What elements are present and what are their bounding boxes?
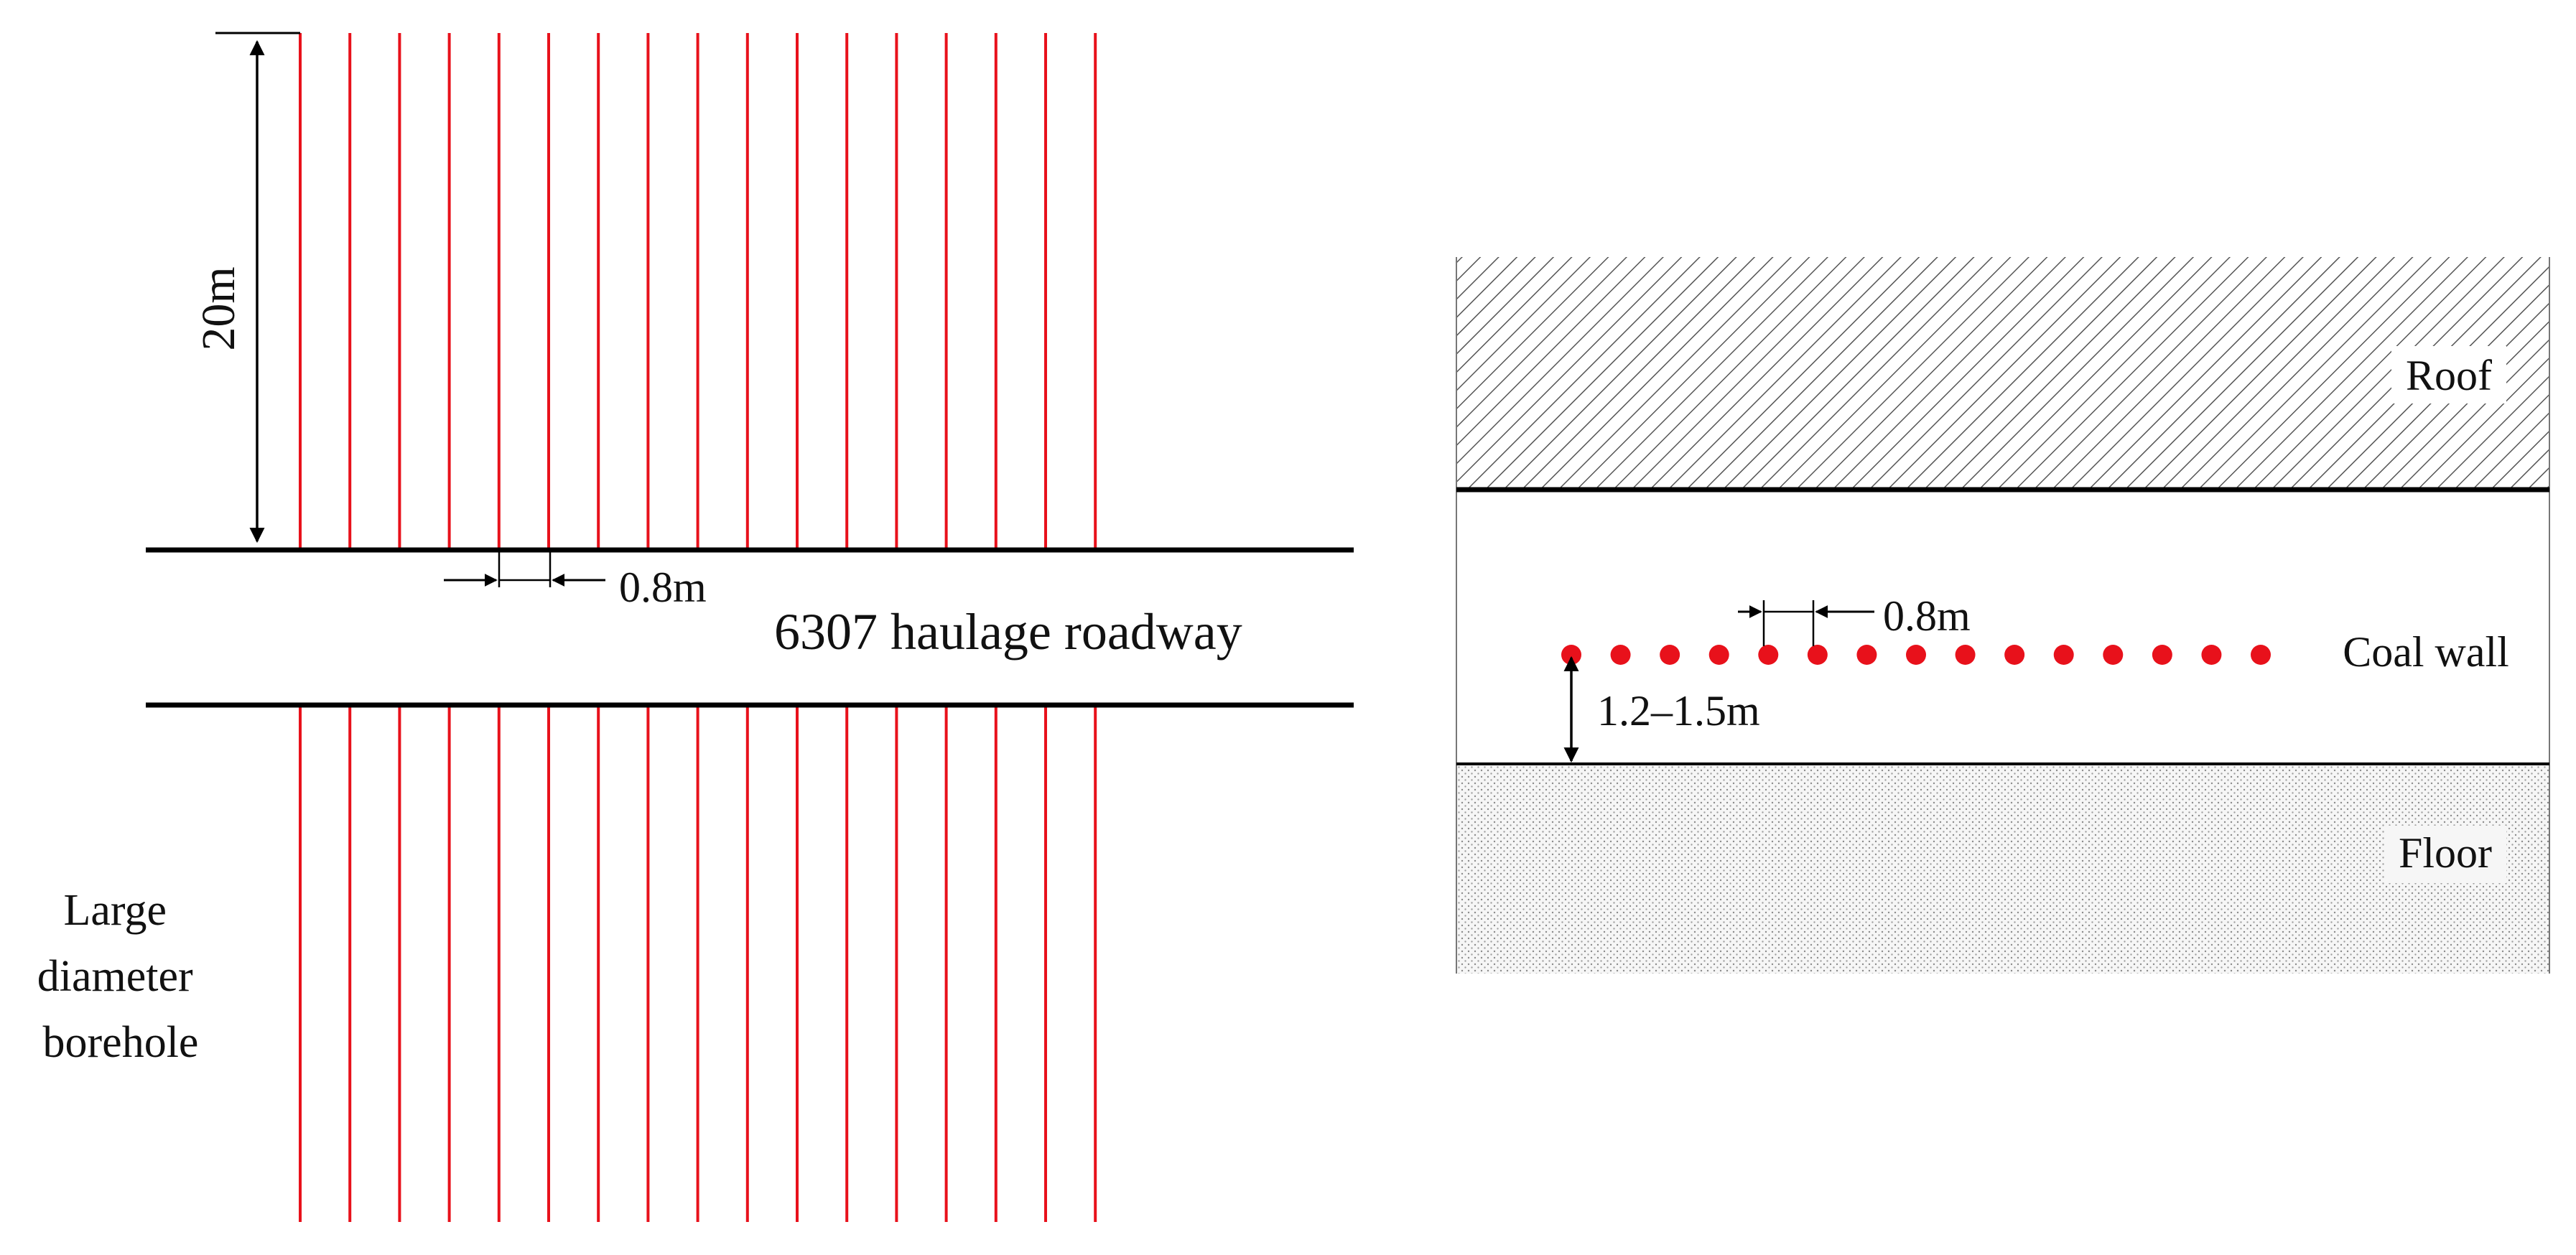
coal-seam [1456,490,2549,764]
coal-wall-hole [2251,645,2271,665]
borehole-label-line-2: diameter [37,952,193,1001]
coal-wall-hole [1955,645,1976,665]
floor-stratum [1456,764,2549,974]
hole-height-label: 1.2–1.5m [1597,687,1760,734]
coal-wall-hole [1660,645,1680,665]
borehole-label: Large diameter borehole [37,886,204,1067]
coal-wall-hole [1856,645,1877,665]
floor-label-bg [2384,826,2506,883]
bottom-borehole-lines [299,705,1097,1222]
coal-wall-holes [1561,645,2271,665]
vertical-dimension-label: 20m [192,266,245,350]
coal-wall-hole [1708,645,1729,665]
coal-wall-hole [2004,645,2025,665]
coal-wall-hole [1807,645,1828,665]
hole-spacing-dimension: 0.8m [1738,592,1971,646]
left-panel-plan-view: 20m 0.8m 6307 haulage roadway Large diam… [37,32,1354,1222]
borehole-spacing-dimension: 0.8m [444,550,707,611]
top-borehole-lines [299,33,1097,550]
coal-wall-hole [1906,645,1926,665]
borehole-label-line-1: Large [64,886,167,935]
coal-wall-hole [2103,645,2124,665]
roof-label-bg [2391,346,2506,403]
hole-spacing-label: 0.8m [1883,592,1971,640]
floor-label: Floor [2399,829,2492,877]
coal-wall-label: Coal wall [2343,628,2509,676]
roof-stratum [1456,257,2549,490]
hole-height-dimension: 1.2–1.5m [1563,656,1760,763]
coal-wall-hole [2053,645,2074,665]
borehole-spacing-label: 0.8m [619,564,707,611]
coal-wall-hole [1758,645,1779,665]
coal-wall-hole [2152,645,2172,665]
borehole-label-line-3: borehole [43,1018,199,1067]
coal-wall-hole [1610,645,1631,665]
vertical-dimension-20m: 20m [192,32,300,543]
roof-label: Roof [2406,352,2492,399]
coal-wall-hole [2201,645,2222,665]
right-panel-section-view: Roof Coal wall Floor 0.8m 1.2–1.5m [1456,257,2550,974]
roadway-label: 6307 haulage roadway [774,603,1242,661]
